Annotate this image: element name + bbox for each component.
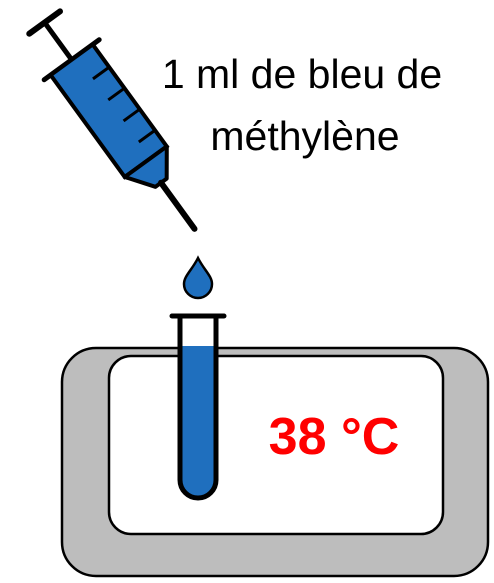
syringe-needle — [158, 179, 198, 232]
drop-icon — [182, 255, 214, 300]
syringe-tip — [122, 144, 169, 189]
test-tube-icon — [169, 313, 227, 501]
syringe-icon — [26, 8, 198, 232]
tube-wall — [177, 318, 219, 501]
label-line-1: 1 ml de bleu de — [162, 51, 442, 97]
syringe-plunger — [42, 21, 74, 62]
syringe-graduations — [92, 65, 156, 144]
label-line-2: méthylène — [210, 113, 399, 159]
tube-liquid — [180, 346, 216, 498]
temperature-label: 38 °C — [269, 408, 400, 466]
